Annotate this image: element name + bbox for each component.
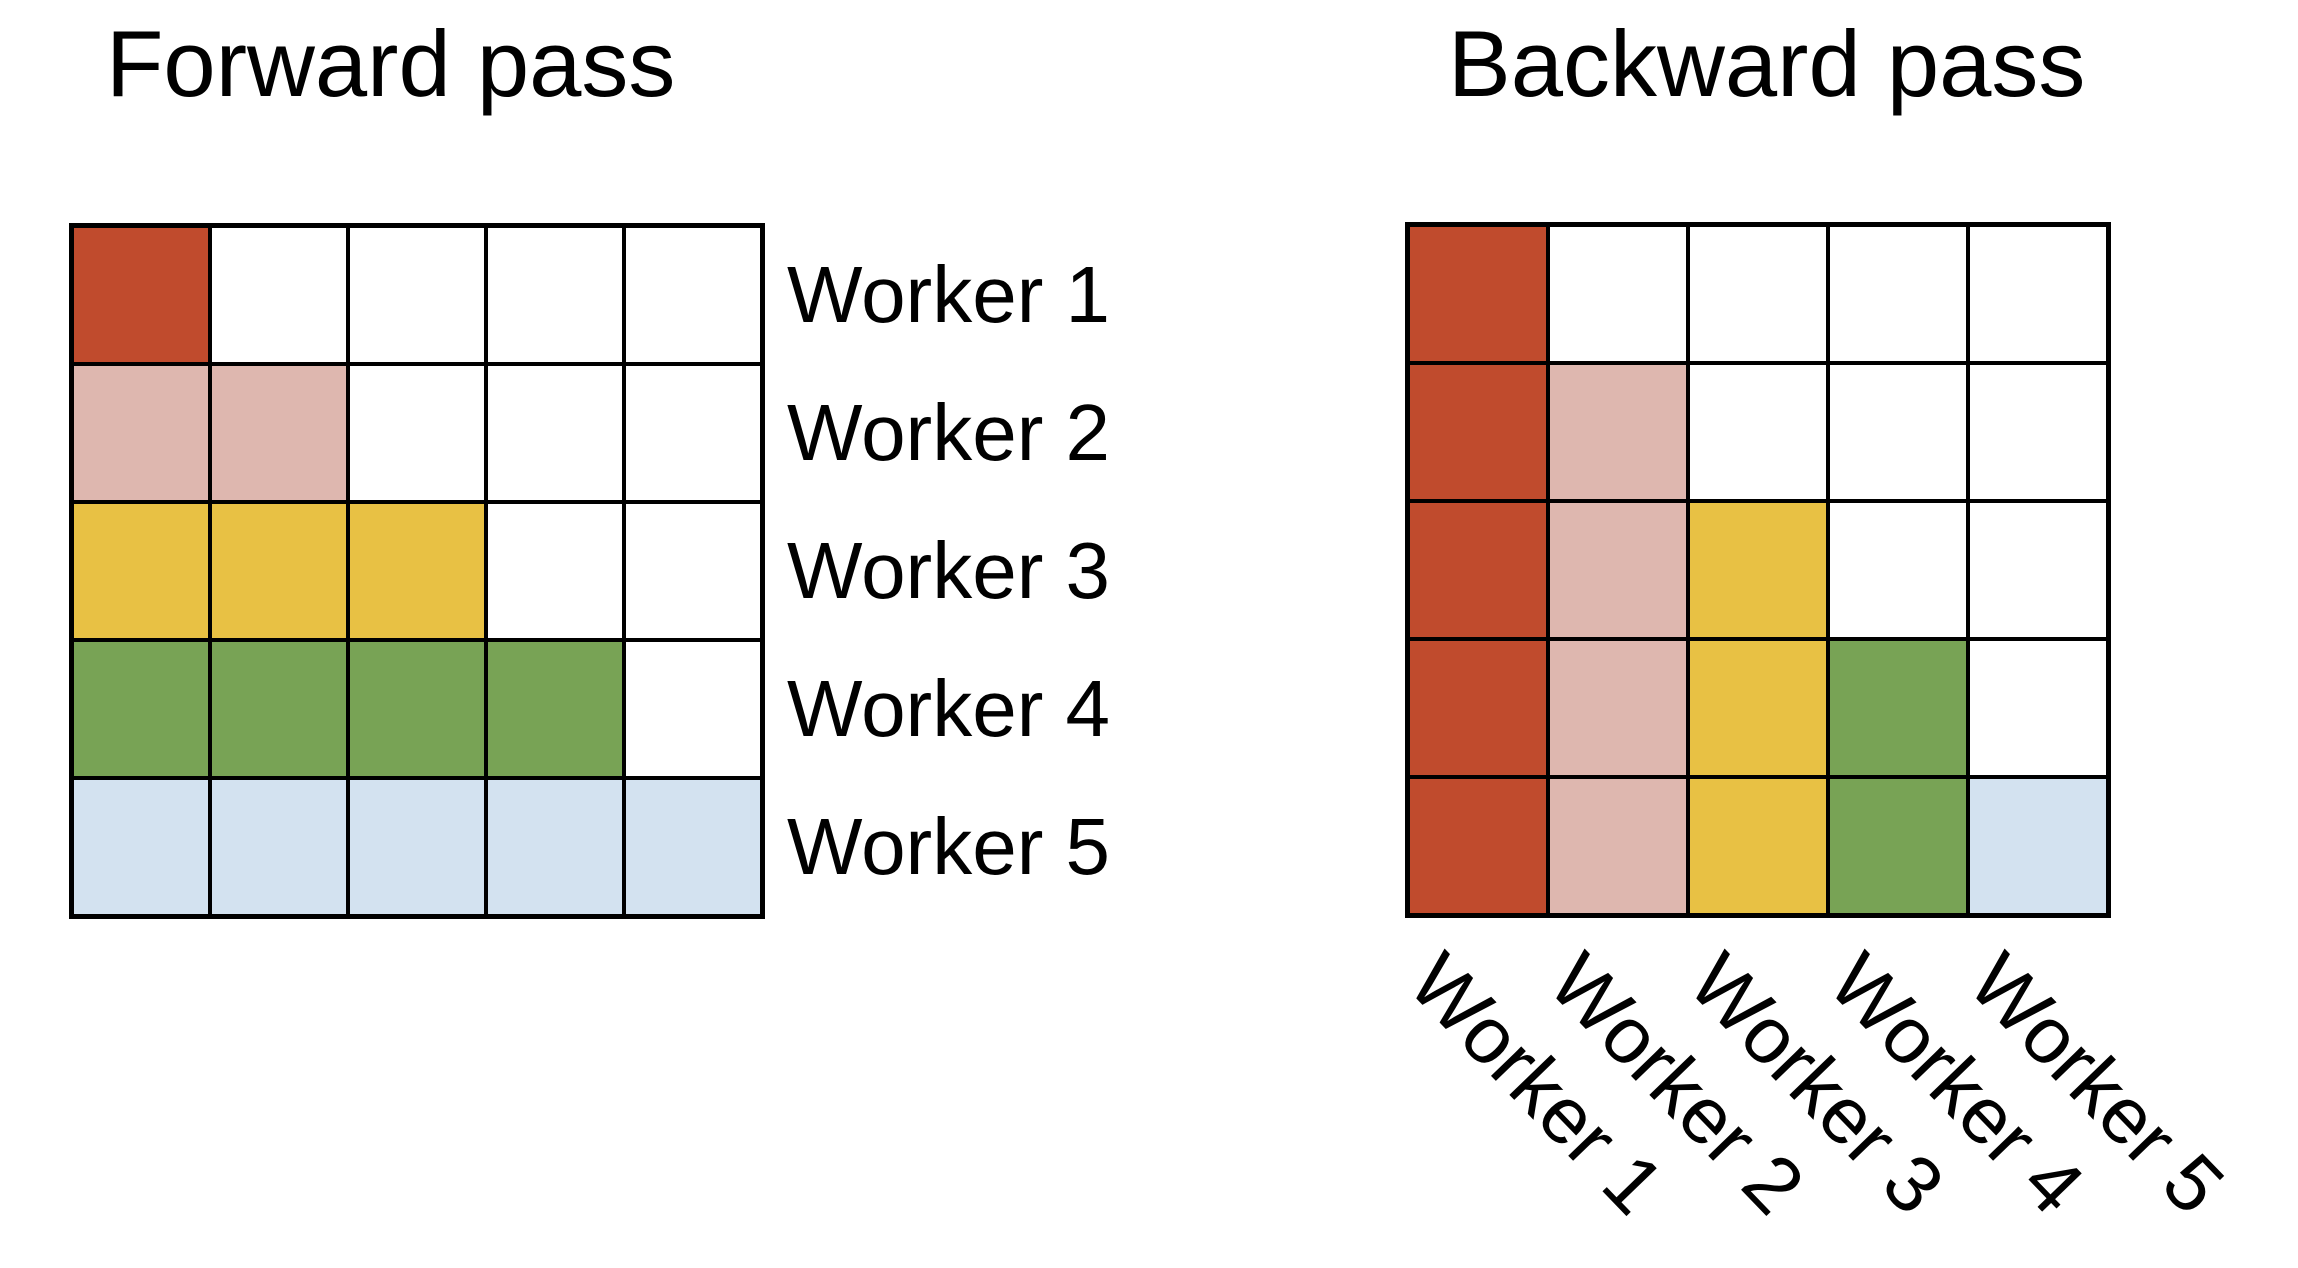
grid-cell-r2-c3 [348,364,486,502]
grid-cell-r2-c2 [210,364,348,502]
grid-cell-r3-c5 [1968,501,2108,639]
grid-cell-r5-c5 [624,778,762,916]
grid-cell-r1-c4 [486,226,624,364]
backward-pass-grid [1405,222,2111,918]
grid-cell-r4-c5 [1968,639,2108,777]
grid-cell-r3-c2 [1548,501,1688,639]
grid-cell-r1-c5 [624,226,762,364]
grid-cell-r1-c5 [1968,225,2108,363]
backward-pass-title: Backward pass [1448,11,2086,116]
grid-cell-r4-c1 [72,640,210,778]
grid-cell-r4-c5 [624,640,762,778]
grid-cell-r3-c3 [1688,501,1828,639]
grid-cell-r5-c2 [210,778,348,916]
grid-cell-r1-c2 [210,226,348,364]
forward-row-label-5: Worker 5 [787,802,1111,891]
grid-cell-r5-c4 [486,778,624,916]
forward-pass-grid [69,223,765,919]
grid-cell-r5-c4 [1828,777,1968,915]
grid-cell-r4-c4 [1828,639,1968,777]
grid-cell-r2-c3 [1688,363,1828,501]
grid-cell-r1-c1 [1408,225,1548,363]
grid-cell-r1-c2 [1548,225,1688,363]
grid-cell-r4-c3 [348,640,486,778]
forward-row-label-2: Worker 2 [787,388,1111,477]
grid-cell-r2-c1 [1408,363,1548,501]
grid-cell-r3-c1 [1408,501,1548,639]
grid-cell-r1-c3 [348,226,486,364]
grid-cell-r1-c3 [1688,225,1828,363]
forward-row-label-1: Worker 1 [787,250,1111,339]
grid-cell-r5-c5 [1968,777,2108,915]
grid-cell-r3-c2 [210,502,348,640]
grid-cell-r1-c4 [1828,225,1968,363]
grid-cell-r1-c1 [72,226,210,364]
forward-row-label-4: Worker 4 [787,664,1111,753]
grid-cell-r4-c4 [486,640,624,778]
grid-cell-r2-c5 [624,364,762,502]
grid-cell-r3-c5 [624,502,762,640]
grid-cell-r4-c2 [210,640,348,778]
forward-row-label-3: Worker 3 [787,526,1111,615]
grid-cell-r2-c4 [486,364,624,502]
grid-cell-r2-c4 [1828,363,1968,501]
grid-cell-r5-c3 [348,778,486,916]
grid-cell-r3-c4 [486,502,624,640]
grid-cell-r4-c3 [1688,639,1828,777]
grid-cell-r4-c1 [1408,639,1548,777]
grid-cell-r4-c2 [1548,639,1688,777]
grid-cell-r3-c3 [348,502,486,640]
grid-cell-r2-c1 [72,364,210,502]
grid-cell-r5-c2 [1548,777,1688,915]
grid-cell-r3-c4 [1828,501,1968,639]
grid-cell-r5-c1 [1408,777,1548,915]
forward-pass-title: Forward pass [106,11,676,116]
grid-cell-r3-c1 [72,502,210,640]
grid-cell-r5-c3 [1688,777,1828,915]
grid-cell-r2-c2 [1548,363,1688,501]
grid-cell-r2-c5 [1968,363,2108,501]
grid-cell-r5-c1 [72,778,210,916]
forward-row-labels: Worker 1 Worker 2 Worker 3 Worker 4 Worker 5 [787,226,1187,918]
